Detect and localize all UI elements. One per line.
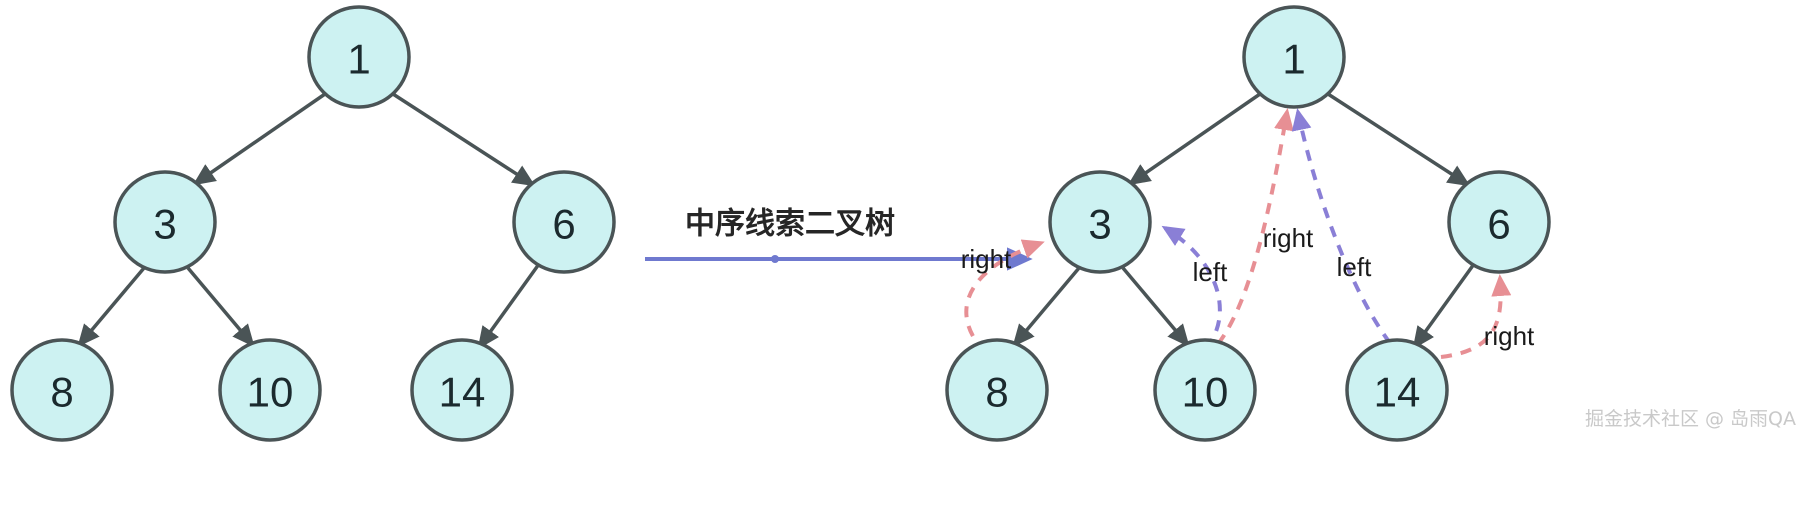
- node-right-1[interactable]: 1: [1242, 5, 1346, 109]
- thread-right-8-to-3: [964, 239, 1045, 354]
- edge-3-to-10: [186, 266, 255, 348]
- node-label: 6: [1487, 201, 1510, 248]
- thread-right-14-to-6: [1440, 274, 1512, 359]
- right-tree-group: right left right left right 1 3 6 8: [945, 5, 1551, 442]
- node-circle[interactable]: [1345, 338, 1449, 442]
- node-circle[interactable]: [410, 338, 514, 442]
- thread-left-10-to-3: [1161, 225, 1222, 350]
- node-label: 8: [50, 369, 73, 416]
- node-left-3[interactable]: 3: [113, 170, 217, 274]
- node-circle[interactable]: [307, 5, 411, 109]
- node-left-14[interactable]: 14: [410, 338, 514, 442]
- node-circle[interactable]: [113, 170, 217, 274]
- thread-labels-group: right left right left right: [961, 223, 1535, 351]
- thread-label-left-10: left: [1193, 257, 1228, 287]
- left-tree-group: 1 3 6 8 10 14: [10, 5, 616, 442]
- edge-1-to-6: [1327, 92, 1471, 187]
- node-circle[interactable]: [945, 338, 1049, 442]
- node-circle[interactable]: [512, 170, 616, 274]
- node-label: 10: [1182, 369, 1229, 416]
- transform-annotation: 中序线索二叉树: [645, 207, 1033, 271]
- node-circle[interactable]: [1153, 338, 1257, 442]
- node-left-1[interactable]: 1: [307, 5, 411, 109]
- node-circle[interactable]: [1048, 170, 1152, 274]
- node-label: 10: [247, 369, 294, 416]
- node-label: 1: [347, 36, 370, 83]
- node-label: 8: [985, 369, 1008, 416]
- edge-6-to-14: [1412, 262, 1476, 350]
- node-circle[interactable]: [1242, 5, 1346, 109]
- node-label: 1: [1282, 36, 1305, 83]
- node-left-8[interactable]: 8: [10, 338, 114, 442]
- edge-3-to-10: [1121, 266, 1190, 348]
- edge-3-to-8: [1012, 266, 1081, 348]
- transform-label: 中序线索二叉树: [685, 207, 895, 242]
- node-label: 14: [1374, 369, 1421, 416]
- edge-3-to-8: [77, 266, 146, 348]
- node-right-6[interactable]: 6: [1447, 170, 1551, 274]
- node-label: 3: [1088, 201, 1111, 248]
- transform-arrow-midpoint-dot: [771, 255, 779, 263]
- edge-6-to-14: [477, 262, 541, 350]
- thread-links-group: [964, 108, 1512, 359]
- edge-1-to-3: [192, 92, 326, 186]
- node-right-10[interactable]: 10: [1153, 338, 1257, 442]
- watermark-text: 掘金技术社区 @ 岛雨QA: [1585, 408, 1796, 430]
- node-label: 3: [153, 201, 176, 248]
- right-tree-edges: [1012, 92, 1476, 350]
- node-right-3[interactable]: 3: [1048, 170, 1152, 274]
- thread-label-right-8: right: [961, 244, 1012, 274]
- edge-1-to-6: [392, 92, 536, 187]
- edge-1-to-3: [1127, 92, 1261, 186]
- node-label: 6: [552, 201, 575, 248]
- thread-label-left-14: left: [1337, 252, 1372, 282]
- thread-label-right-10: right: [1263, 223, 1314, 253]
- node-left-6[interactable]: 6: [512, 170, 616, 274]
- node-left-10[interactable]: 10: [218, 338, 322, 442]
- node-right-8[interactable]: 8: [945, 338, 1049, 442]
- node-right-14[interactable]: 14: [1345, 338, 1449, 442]
- node-circle[interactable]: [1447, 170, 1551, 274]
- thread-right-10-to-1: [1216, 108, 1294, 346]
- left-tree-edges: [77, 92, 541, 350]
- thread-label-right-14: right: [1484, 321, 1535, 351]
- node-circle[interactable]: [218, 338, 322, 442]
- thread-left-14-to-1: [1291, 108, 1392, 345]
- node-circle[interactable]: [10, 338, 114, 442]
- node-label: 14: [439, 369, 486, 416]
